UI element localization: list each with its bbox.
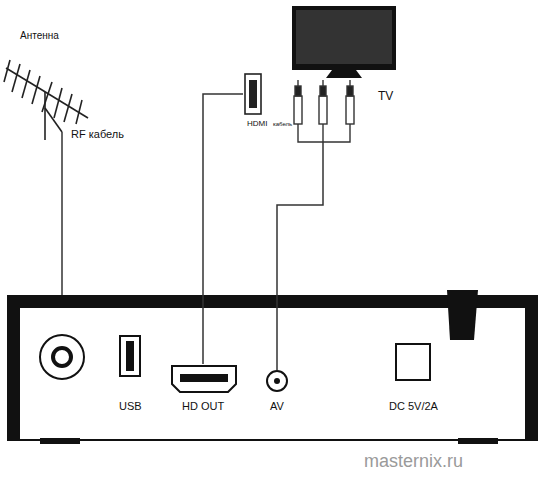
receiver-panel [8, 290, 537, 444]
rca-plugs [294, 80, 354, 142]
node-label: HD OUT [182, 400, 224, 412]
node-label: кабель [273, 121, 292, 128]
hdmi-port: HD OUT [165, 364, 241, 414]
usb-port: USB [112, 334, 148, 414]
tv-drawing [292, 6, 396, 78]
node-label: TV [378, 90, 393, 103]
cable-connector [203, 94, 243, 364]
node-label: HDMI [247, 120, 267, 129]
antenna-label: Антенна [20, 30, 80, 44]
hdmi-plug: HDMIкабель [243, 72, 265, 116]
cable-connector [277, 142, 323, 370]
node-label: USB [119, 400, 142, 412]
tv: TV [290, 4, 402, 142]
node-label: AV [270, 400, 284, 412]
watermark: masternix.ru [364, 452, 463, 472]
cable-label: RF кабель [70, 128, 125, 140]
dc-port: DC 5V/2A [380, 342, 446, 414]
av-port: AV [259, 370, 295, 414]
node-label: DC 5V/2A [389, 400, 438, 412]
node-label: Антенна [20, 30, 59, 41]
hdmi-plug [245, 74, 261, 114]
